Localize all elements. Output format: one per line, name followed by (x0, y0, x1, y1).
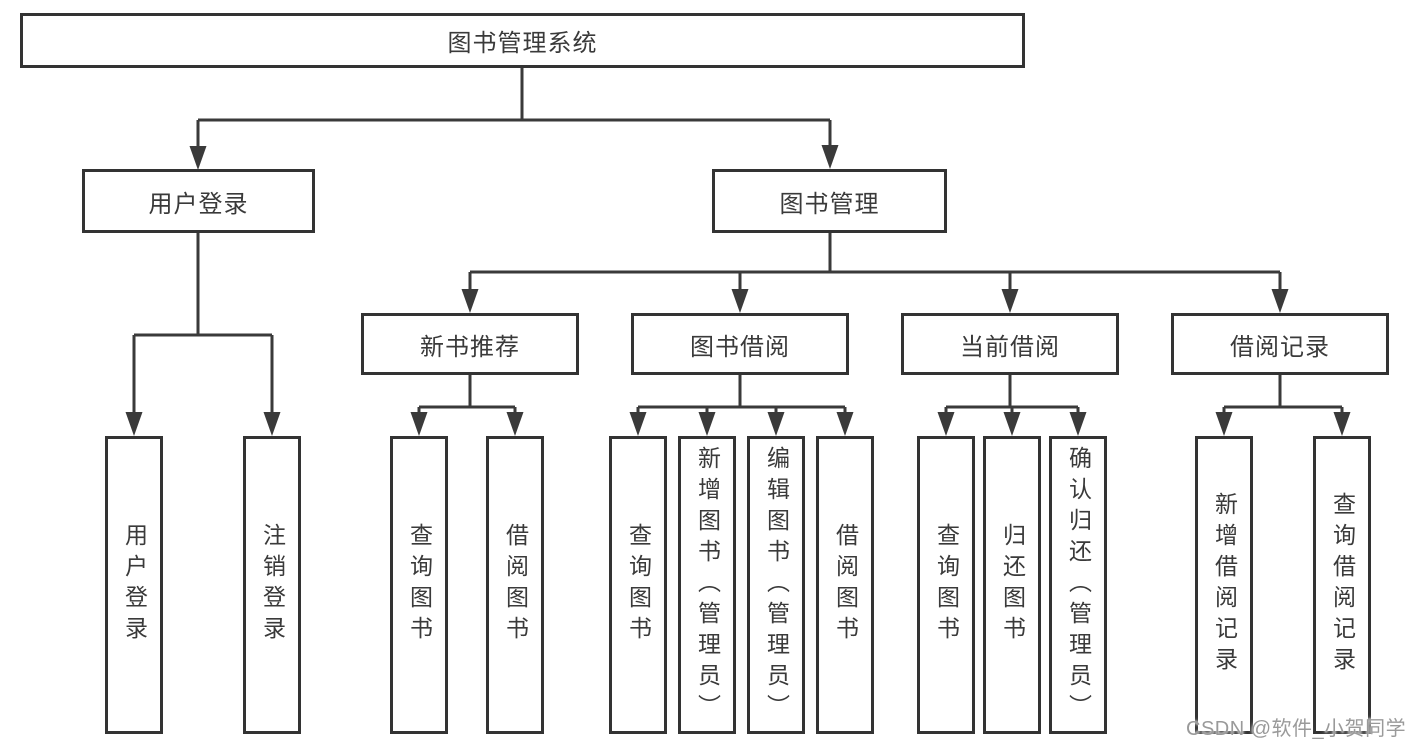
leaf-current-query-books: 查询图书 (917, 436, 975, 734)
arrowhead (461, 289, 479, 313)
leaf-borrow-add-books-admin: 新增图书（管理员） (678, 436, 736, 734)
arrowhead (937, 412, 955, 436)
arrowhead (1001, 289, 1019, 313)
arrowhead (263, 412, 281, 436)
arrowhead (1069, 412, 1087, 436)
node-system-root: 图书管理系统 (20, 13, 1025, 68)
arrowhead (836, 412, 854, 436)
arrowhead (1215, 412, 1233, 436)
leaf-logout: 注销登录 (243, 436, 301, 734)
edge-user-login-to-leaves (125, 231, 281, 436)
leaf-recommend-query-books: 查询图书 (390, 436, 448, 734)
arrowhead (767, 412, 785, 436)
leaf-user-login: 用户登录 (105, 436, 163, 734)
edge-book-management-to-level2 (461, 231, 1289, 313)
arrowhead (629, 412, 647, 436)
arrowhead (698, 412, 716, 436)
arrowhead (821, 145, 839, 169)
arrowhead (1271, 289, 1289, 313)
node-user-login: 用户登录 (82, 169, 315, 233)
leaf-current-confirm-return-admin: 确认归还（管理员） (1049, 436, 1107, 734)
arrowhead (189, 146, 207, 170)
edge-borrow-records-to-leaves (1215, 373, 1351, 436)
arrowhead (1003, 412, 1021, 436)
leaf-records-add-record: 新增借阅记录 (1195, 436, 1253, 734)
node-borrow-records: 借阅记录 (1171, 313, 1389, 375)
leaf-borrow-edit-books-admin: 编辑图书（管理员） (747, 436, 805, 734)
arrowhead (1333, 412, 1351, 436)
node-book-borrow: 图书借阅 (631, 313, 849, 375)
edge-current-borrow-to-leaves (937, 373, 1087, 436)
arrowhead (410, 412, 428, 436)
leaf-borrow-borrow-books: 借阅图书 (816, 436, 874, 734)
arrowhead (506, 412, 524, 436)
edge-root-to-level1 (189, 66, 839, 170)
arrowhead (125, 412, 143, 436)
leaf-borrow-query-books: 查询图书 (609, 436, 667, 734)
node-book-management: 图书管理 (712, 169, 947, 233)
node-new-book-recommend: 新书推荐 (361, 313, 579, 375)
leaf-current-return-books: 归还图书 (983, 436, 1041, 734)
arrowhead (731, 289, 749, 313)
csdn-watermark: CSDN @软件_小贺同学 (1186, 718, 1405, 740)
leaf-records-query-record: 查询借阅记录 (1313, 436, 1371, 734)
edge-book-borrow-to-leaves (629, 373, 854, 436)
leaf-recommend-borrow-books: 借阅图书 (486, 436, 544, 734)
edge-new-book-to-leaves (410, 373, 524, 436)
node-current-borrow: 当前借阅 (901, 313, 1119, 375)
